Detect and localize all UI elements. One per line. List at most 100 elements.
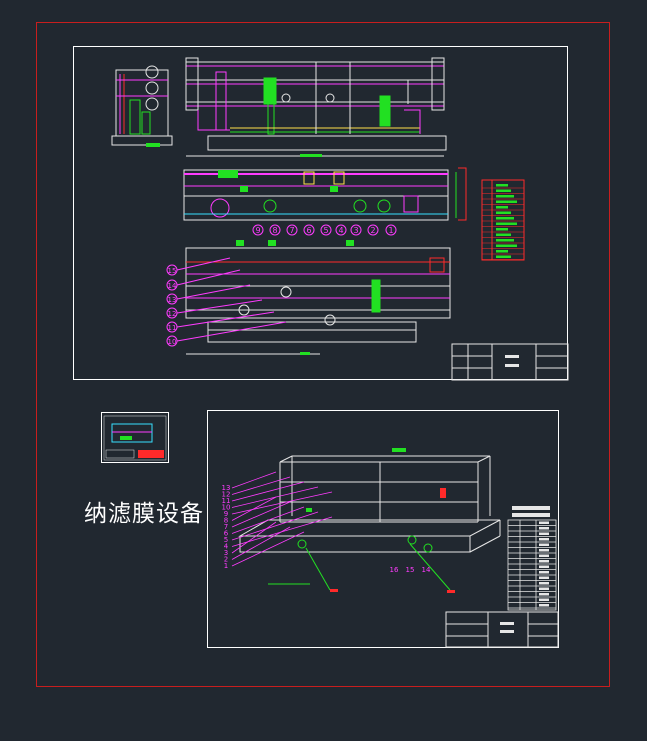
- callout-number: 7: [224, 523, 228, 531]
- callout-bubble: 5: [320, 224, 332, 236]
- sheet-bottom-border: [207, 410, 559, 648]
- layout-view: [185, 240, 451, 355]
- table-row-bar: [496, 250, 508, 253]
- side-elevation-view: [111, 65, 173, 147]
- callout-number: 9: [224, 510, 228, 518]
- callout-label: 1: [224, 531, 305, 570]
- callout-number: 15: [168, 267, 177, 275]
- leader-line: [231, 476, 291, 495]
- table-row-bar: [496, 244, 517, 247]
- table-row-bar: [496, 239, 514, 242]
- callout-label: 2: [224, 526, 291, 564]
- callout-number: 5: [323, 226, 328, 235]
- callout-label: 12: [222, 476, 291, 499]
- callout-number: 4: [338, 226, 343, 235]
- callout-number: 1: [388, 226, 393, 235]
- sheet-top-assembly-drawing[interactable]: 9 8 7 6 5 4 3 2 1: [73, 46, 569, 381]
- thumbnail-preview[interactable]: [101, 412, 169, 463]
- equipment-list-table: [481, 179, 525, 261]
- callout-bubble: 11: [166, 311, 275, 333]
- table-row-text: [539, 527, 549, 530]
- leader-line: [231, 531, 305, 567]
- table-row-text: [539, 604, 549, 607]
- callout-number: 2: [370, 226, 375, 235]
- callout-number: 13: [222, 484, 231, 492]
- callout-number: 6: [224, 530, 229, 538]
- callout-number: 12: [222, 491, 231, 499]
- callout-label: 6: [224, 506, 305, 538]
- callout-number: 4: [224, 543, 229, 551]
- callout-number: 16: [390, 566, 399, 574]
- callout-label: 11: [222, 481, 305, 505]
- callout-number: 15: [406, 566, 415, 574]
- title-block-bottom: [445, 611, 559, 648]
- table-row-text: [539, 565, 549, 568]
- callout-label: 5: [224, 511, 319, 544]
- callout-bubble: 9: [252, 224, 264, 236]
- leader-line: [231, 511, 319, 541]
- callout-number: 3: [224, 549, 228, 557]
- table-row-bar: [496, 233, 511, 236]
- table-row-bar: [496, 228, 508, 231]
- callout-bubble: 15: [166, 257, 231, 276]
- table-row-bar: [496, 255, 511, 258]
- page-title: 纳滤膜设备: [84, 501, 204, 527]
- callout-bubble: 12: [166, 299, 263, 319]
- leader-line: [231, 501, 291, 528]
- leader-line: [231, 481, 305, 502]
- callout-label: 7: [224, 501, 291, 531]
- callout-bubble: 6: [303, 224, 315, 236]
- table-row-bar: [496, 189, 511, 192]
- callout-bubble: 3: [350, 224, 362, 236]
- leader-line: [231, 506, 305, 534]
- callout-number: 10: [222, 504, 231, 512]
- callout-number: 11: [168, 324, 177, 332]
- callout-bubble: 10: [166, 321, 287, 347]
- table-row-text: [539, 593, 549, 596]
- leader-line: [231, 526, 291, 560]
- table-row-bar: [496, 222, 517, 225]
- sheet-top-border: [73, 46, 568, 380]
- callout-number: 6: [306, 226, 311, 235]
- callout-bubble: 14: [166, 269, 241, 291]
- table-row-text: [539, 549, 549, 552]
- callout-label: 3: [224, 521, 277, 557]
- table-row-text: [539, 554, 549, 557]
- callout-number: 13: [168, 296, 177, 304]
- callout-number: 8: [272, 226, 277, 235]
- callout-number: 2: [224, 556, 228, 564]
- callout-number: 9: [255, 226, 260, 235]
- leader-line: [231, 471, 277, 489]
- table-row-text: [539, 538, 549, 541]
- callout-number: 14: [422, 566, 431, 574]
- callout-number: 7: [289, 226, 294, 235]
- isometric-frame-view: [238, 448, 501, 593]
- callout-number: 3: [353, 226, 358, 235]
- plan-view: [183, 167, 467, 221]
- layout-callouts: 15 14 13 12 11 10: [166, 257, 287, 347]
- table-row-text: [539, 587, 549, 590]
- callout-row: 9 8 7 6 5 4 3 2 1: [252, 224, 397, 236]
- table-row-bar: [496, 195, 514, 198]
- callout-bubble: 7: [286, 224, 298, 236]
- table-row-text: [539, 532, 549, 535]
- table-row-bar: [496, 217, 514, 220]
- title-block-top: [451, 343, 569, 381]
- parts-list-table: [507, 506, 557, 611]
- leader-line: [231, 521, 277, 554]
- bottom-callouts: 16 15 14: [390, 566, 431, 574]
- callout-number: 10: [168, 338, 177, 346]
- table-row-text: [539, 576, 549, 579]
- table-row-text: [539, 598, 549, 601]
- table-row-text: [539, 560, 549, 563]
- leader-line: [231, 491, 333, 515]
- callout-bubble: 8: [269, 224, 281, 236]
- callout-bubble: 2: [367, 224, 379, 236]
- callout-label: 8: [224, 496, 277, 525]
- table-row-bar: [496, 200, 517, 203]
- table-row-text: [539, 521, 549, 524]
- front-elevation-view: [185, 57, 447, 157]
- leader-line: [231, 496, 277, 521]
